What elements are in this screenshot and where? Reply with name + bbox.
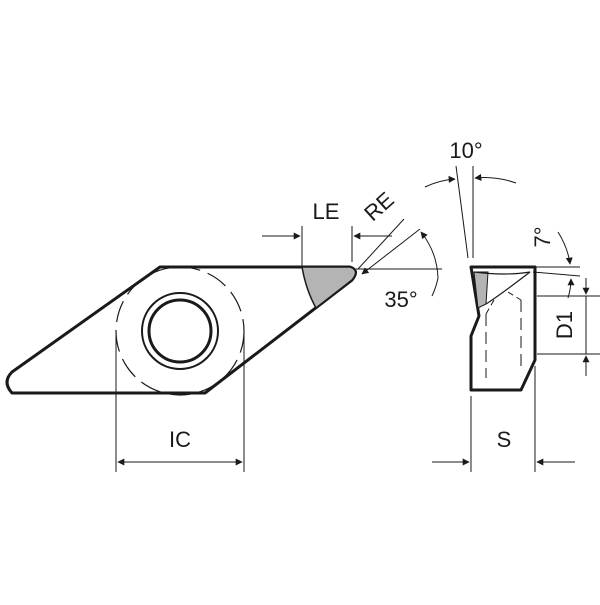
angle-7-label: 7° <box>530 226 555 247</box>
s-dimension: S <box>432 366 575 472</box>
ic-dimension: IC <box>115 331 245 472</box>
insert-side-view <box>469 265 537 392</box>
hole-outer <box>141 292 219 370</box>
insert-outline <box>5 265 357 395</box>
angle-35-dimension: 35° <box>356 231 442 312</box>
angle-10-dimension: 10° <box>424 138 517 259</box>
cutting-tip <box>301 266 357 310</box>
d1-dimension: D1 <box>537 278 600 376</box>
re-leader: RE <box>357 187 421 275</box>
le-dimension: LE <box>262 199 392 267</box>
insert-top-view <box>5 265 357 396</box>
ic-label: IC <box>169 427 191 452</box>
d1-label: D1 <box>552 311 577 339</box>
angle-7-dimension: 7° <box>530 226 581 299</box>
angle-10-label: 10° <box>449 138 482 163</box>
angle-35-label: 35° <box>384 287 417 312</box>
side-profile <box>469 265 537 392</box>
le-label: LE <box>313 199 340 224</box>
re-label: RE <box>359 187 398 226</box>
s-label: S <box>497 427 512 452</box>
hole-inner <box>147 298 213 364</box>
